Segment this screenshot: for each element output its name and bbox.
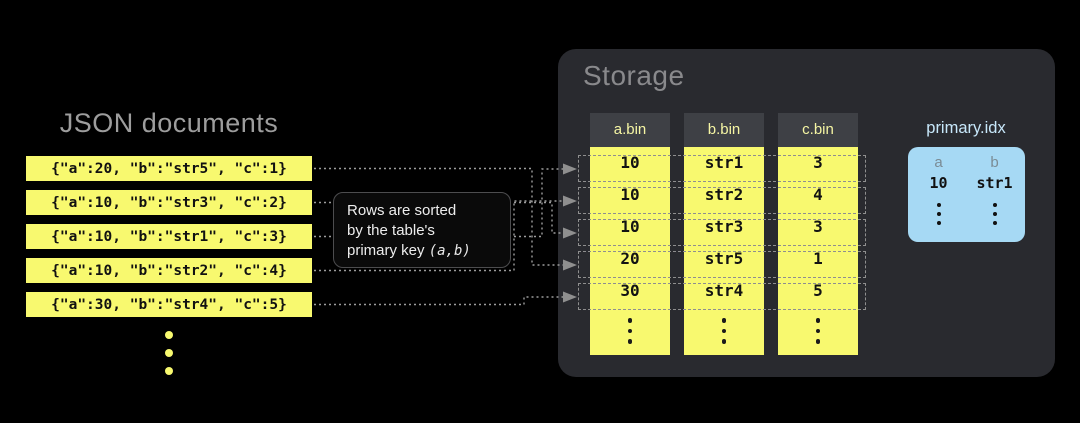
annotation-line-1: Rows are sorted <box>347 202 457 219</box>
annotation-line-3: primary key (a,b) <box>347 242 471 259</box>
json-document-row-5: {"a":30, "b":"str4", "c":5} <box>26 292 312 317</box>
c-bin-cell: 4 <box>778 179 858 211</box>
c-bin-cell: 1 <box>778 243 858 275</box>
json-document-row-4: {"a":10, "b":"str2", "c":4} <box>26 258 312 283</box>
b-bin-cell: str4 <box>684 275 764 307</box>
b-bin-cell: str1 <box>684 147 764 179</box>
json-document-row-3: {"a":10, "b":"str1", "c":3} <box>26 224 312 249</box>
b-bin-cell: str3 <box>684 211 764 243</box>
column-file-c-bin: c.bin 3 4 3 1 5 <box>778 113 858 355</box>
primary-idx-b-ellipsis-icon <box>974 200 1016 227</box>
more-documents-ellipsis-icon <box>165 326 173 380</box>
c-bin-cell: 5 <box>778 275 858 307</box>
primary-idx-a-ellipsis-icon <box>918 200 960 227</box>
b-bin-header: b.bin <box>684 113 764 147</box>
primary-idx-column-a: a 10 <box>918 154 960 227</box>
c-bin-header: c.bin <box>778 113 858 147</box>
json-documents-title: JSON documents <box>59 108 279 138</box>
a-bin-cell: 20 <box>590 243 670 275</box>
primary-idx-column-b: b str1 <box>974 154 1016 227</box>
a-bin-header: a.bin <box>590 113 670 147</box>
json-document-row-2: {"a":10, "b":"str3", "c":2} <box>26 190 312 215</box>
annotation-line-2: by the table's <box>347 222 435 239</box>
a-bin-cell: 30 <box>590 275 670 307</box>
sort-annotation-callout: Rows are sorted by the table's primary k… <box>333 192 511 268</box>
primary-key-tuple: (a,b) <box>428 243 471 259</box>
a-bin-cell: 10 <box>590 179 670 211</box>
c-bin-ellipsis-icon <box>778 307 858 355</box>
b-bin-cell: str2 <box>684 179 764 211</box>
c-bin-cell: 3 <box>778 147 858 179</box>
column-file-a-bin: a.bin 10 10 10 20 30 <box>590 113 670 355</box>
b-bin-ellipsis-icon <box>684 307 764 355</box>
primary-idx-box: a 10 b str1 <box>908 147 1025 242</box>
a-bin-cell: 10 <box>590 147 670 179</box>
json-document-row-1: {"a":20, "b":"str5", "c":1} <box>26 156 312 181</box>
c-bin-cell: 3 <box>778 211 858 243</box>
column-file-b-bin: b.bin str1 str2 str3 str5 str4 <box>684 113 764 355</box>
primary-idx-label: primary.idx <box>926 119 1006 137</box>
a-bin-cell: 10 <box>590 211 670 243</box>
storage-title: Storage <box>583 60 685 91</box>
a-bin-ellipsis-icon <box>590 307 670 355</box>
b-bin-cell: str5 <box>684 243 764 275</box>
